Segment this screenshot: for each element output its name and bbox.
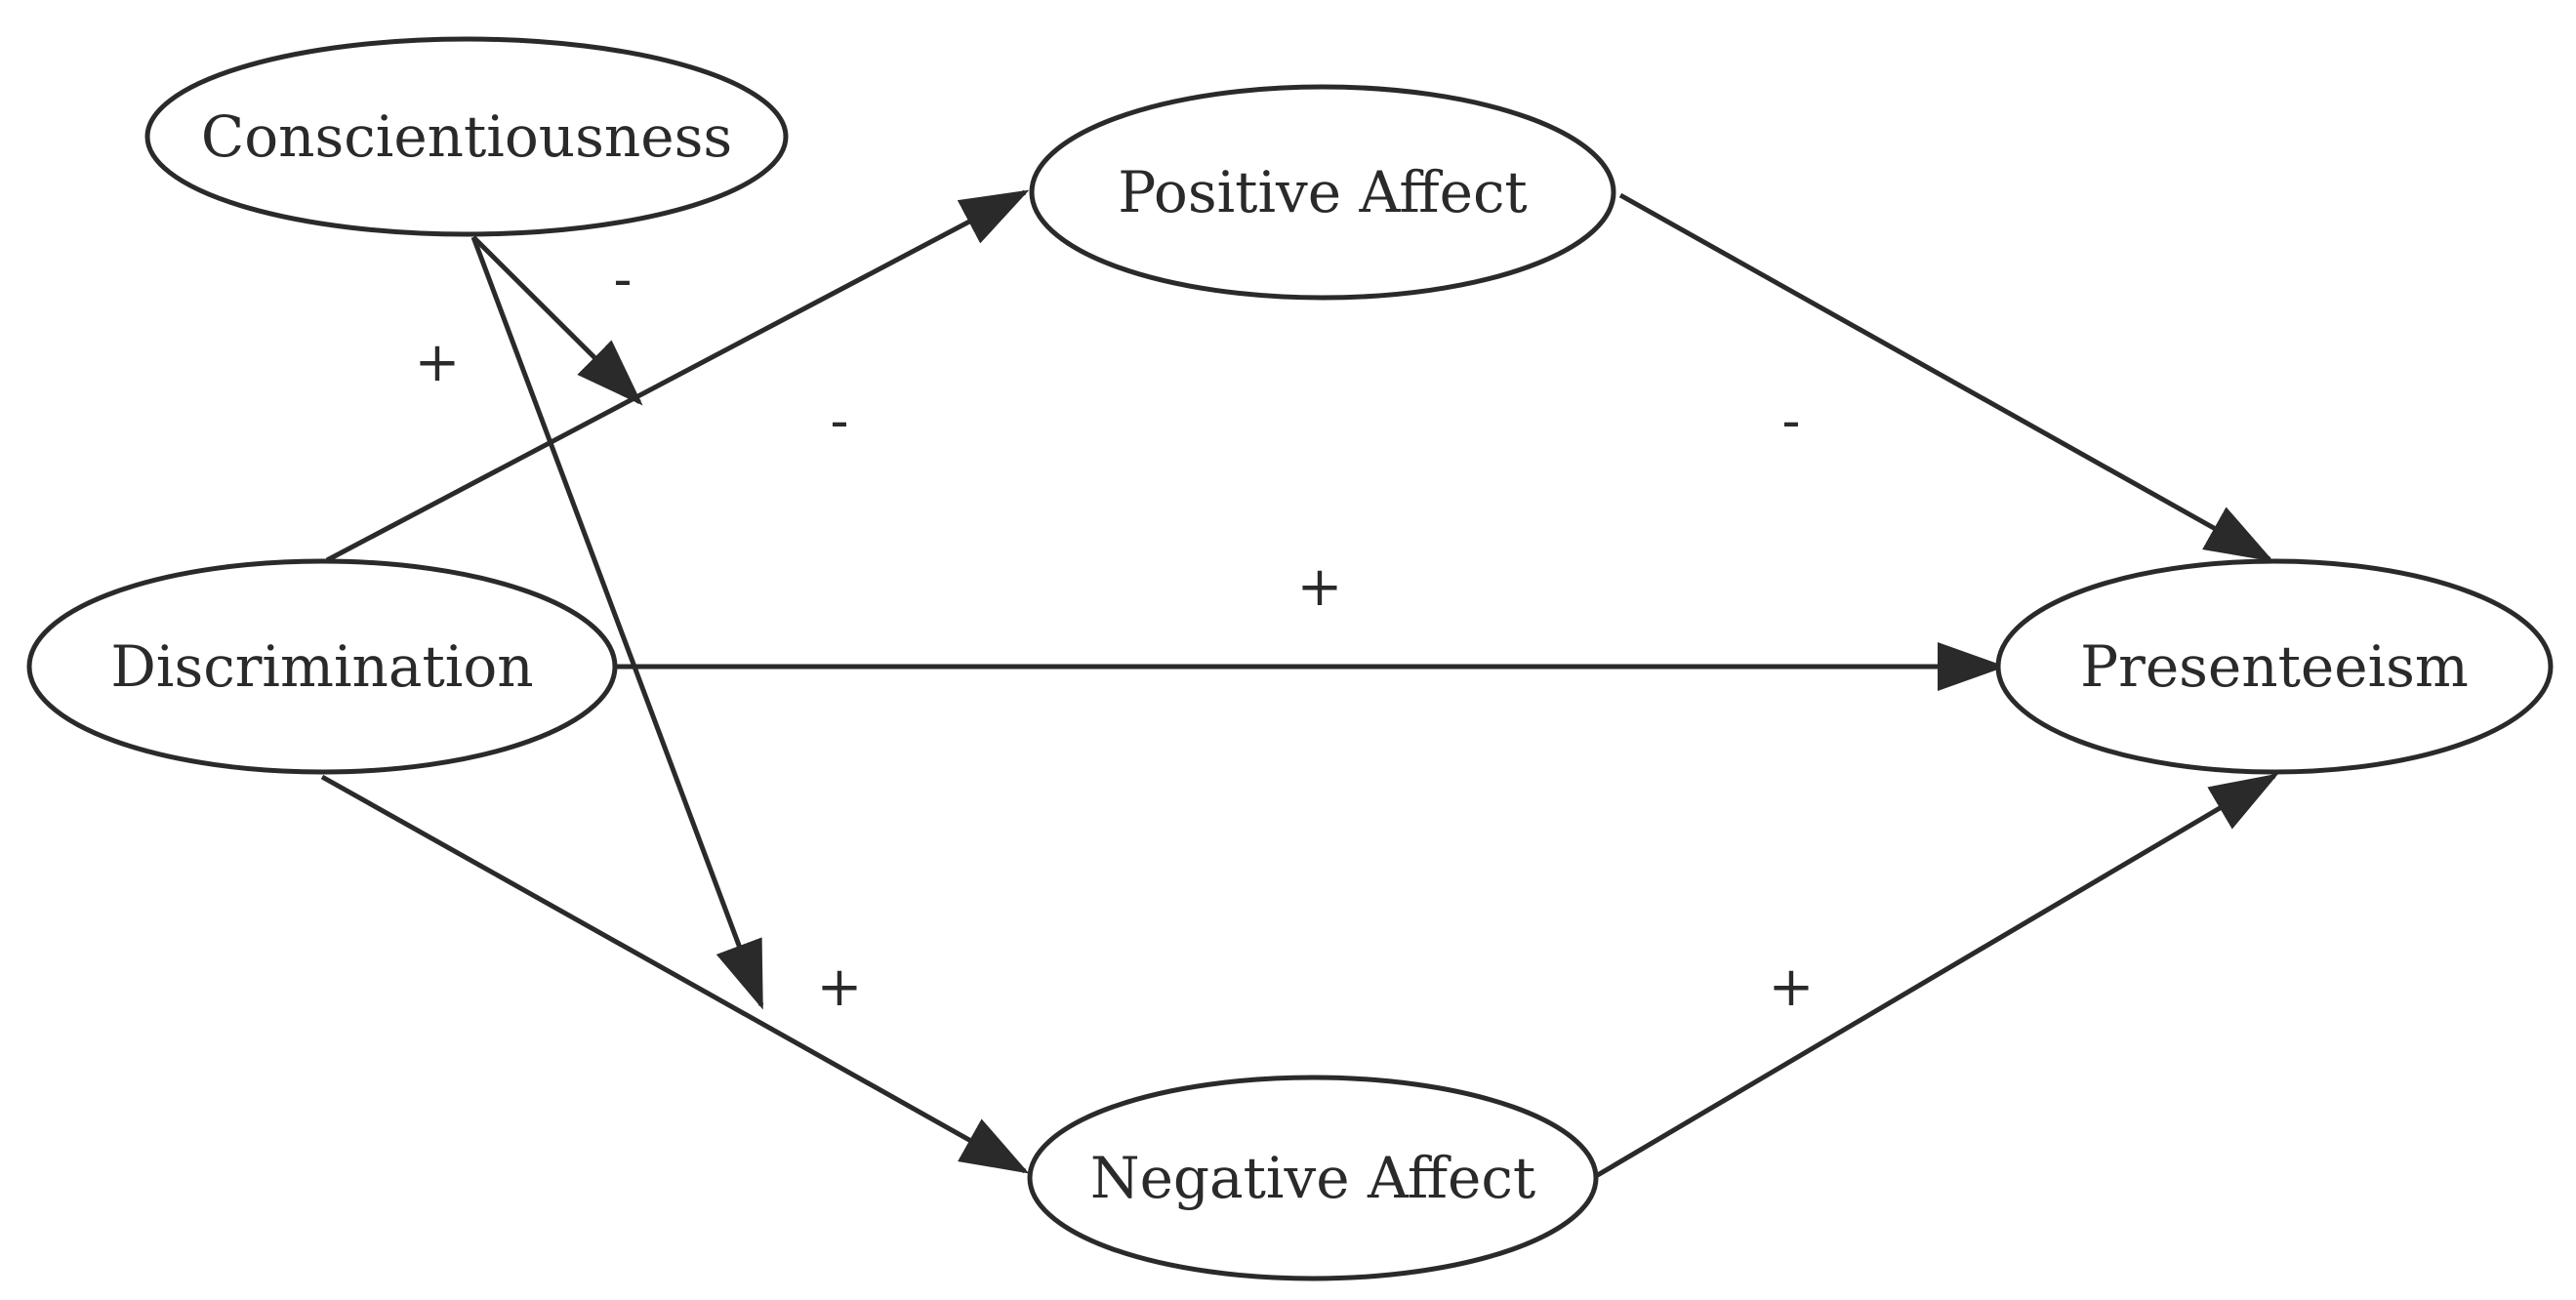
node-positive-affect: Positive Affect [1029, 84, 1616, 301]
node-conscientiousness-label: Conscientiousness [201, 103, 732, 170]
node-presenteeism: Presenteeism [1995, 558, 2554, 775]
node-conscientiousness: Conscientiousness [144, 36, 789, 237]
edge-conscientiousness-moderates-positive-path [471, 235, 643, 406]
node-positive-affect-label: Positive Affect [1118, 159, 1527, 225]
node-negative-affect: Negative Affect [1027, 1075, 1599, 1281]
sign-discrimination-to-negative-affect: + [817, 955, 863, 1019]
node-negative-affect-label: Negative Affect [1090, 1145, 1535, 1211]
node-discrimination-label: Discrimination [110, 633, 533, 700]
edge-conscientiousness-moderates-negative-path [470, 236, 764, 1010]
node-discrimination: Discrimination [26, 558, 618, 775]
edge-discrimination-to-positive-affect [325, 189, 1030, 563]
sign-moderation-positive-path: - [614, 248, 633, 311]
sign-moderation-negative-path: + [415, 331, 461, 394]
node-presenteeism-label: Presenteeism [2080, 633, 2469, 700]
sign-discrimination-to-positive-affect: - [831, 389, 849, 453]
edge-discrimination-to-negative-affect [320, 774, 1030, 1174]
edge-positive-affect-to-presenteeism [1618, 192, 2274, 562]
edge-negative-affect-to-presenteeism [1594, 773, 2279, 1179]
sign-positive-affect-to-presenteeism: - [1782, 389, 1801, 453]
sign-discrimination-to-presenteeism: + [1297, 555, 1343, 619]
sign-negative-affect-to-presenteeism: + [1769, 955, 1815, 1019]
